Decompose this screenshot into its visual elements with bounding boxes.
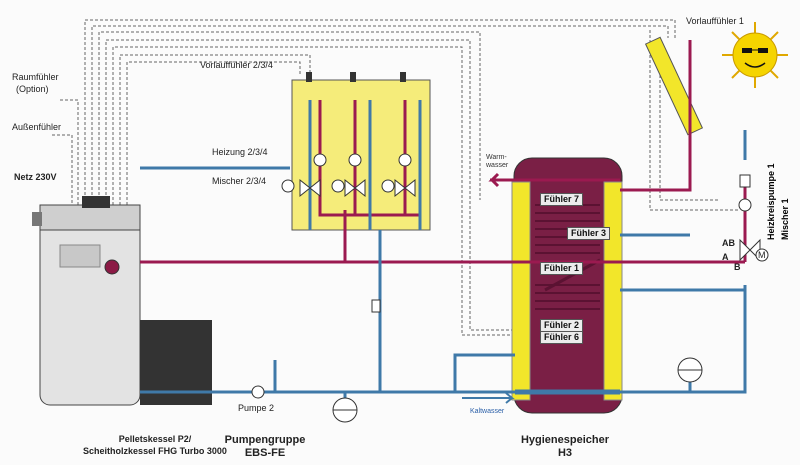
warmwasser-label-1: Warm-: [486, 154, 507, 161]
boiler-caption-line2: Scheitholzkessel FHG Turbo 3000: [83, 446, 227, 456]
aussenfuehler-label: Außenfühler: [12, 122, 62, 132]
sensor-label-fuehler-3: Fühler 3: [567, 227, 611, 240]
warmwasser-label-2: wasser: [486, 162, 509, 169]
heizung-234-label: Heizung 2/3/4: [212, 147, 268, 157]
sensor-label-fuehler-7: Fühler 7: [540, 193, 584, 206]
valve-icon: [299, 174, 761, 313]
vorlauffuehler-234-label: Vorlauffühler 2/3/4: [200, 60, 273, 70]
boiler-caption-line1: Pelletskessel P2/: [118, 434, 192, 444]
pumpe-2-label: Pumpe 2: [238, 403, 275, 413]
boiler: [32, 196, 212, 406]
raumfuehler-label: Raumfühler: [12, 72, 59, 82]
sensor-cables: [52, 19, 740, 336]
mischer-1-label: Mischer 1: [780, 198, 790, 240]
motor-m-label: M: [758, 250, 766, 260]
kaltwasser-label: Kaltwasser: [470, 408, 505, 415]
motor-icon: [281, 179, 769, 262]
expansion-vessel-icon: [332, 357, 703, 423]
raumfuehler-option-label: (Option): [16, 84, 49, 94]
valve-ab-label: AB: [722, 238, 735, 248]
cold-water-arrow: [462, 392, 515, 404]
storage-caption-line1: Hygienespeicher: [520, 434, 610, 446]
valve-b-label: B: [734, 262, 741, 272]
sensor-head-icon: [306, 72, 406, 82]
storage-caption-line2: H3: [557, 447, 573, 459]
valve-a-label: A: [722, 252, 729, 262]
vorlauffuehler-1-label: Vorlauffühler 1: [686, 16, 744, 26]
sensor-label-fuehler-6: Fühler 6: [540, 331, 584, 344]
pump-group-caption-line1: Pumpengruppe: [224, 434, 306, 446]
heizkreispumpe-label: Heizkreispumpe 1: [766, 163, 776, 240]
mischer-234-label: Mischer 2/3/4: [212, 176, 267, 186]
pump-group-box: [291, 79, 431, 231]
netz-label: Netz 230V: [14, 172, 57, 182]
sensor-label-fuehler-1: Fühler 1: [540, 262, 584, 275]
pump-icon: [251, 153, 752, 399]
solar-collector: [644, 36, 704, 136]
sun-icon: [722, 22, 788, 88]
warm-water-arrow: [488, 172, 520, 188]
pump-group-caption-line2: EBS-FE: [244, 447, 286, 459]
